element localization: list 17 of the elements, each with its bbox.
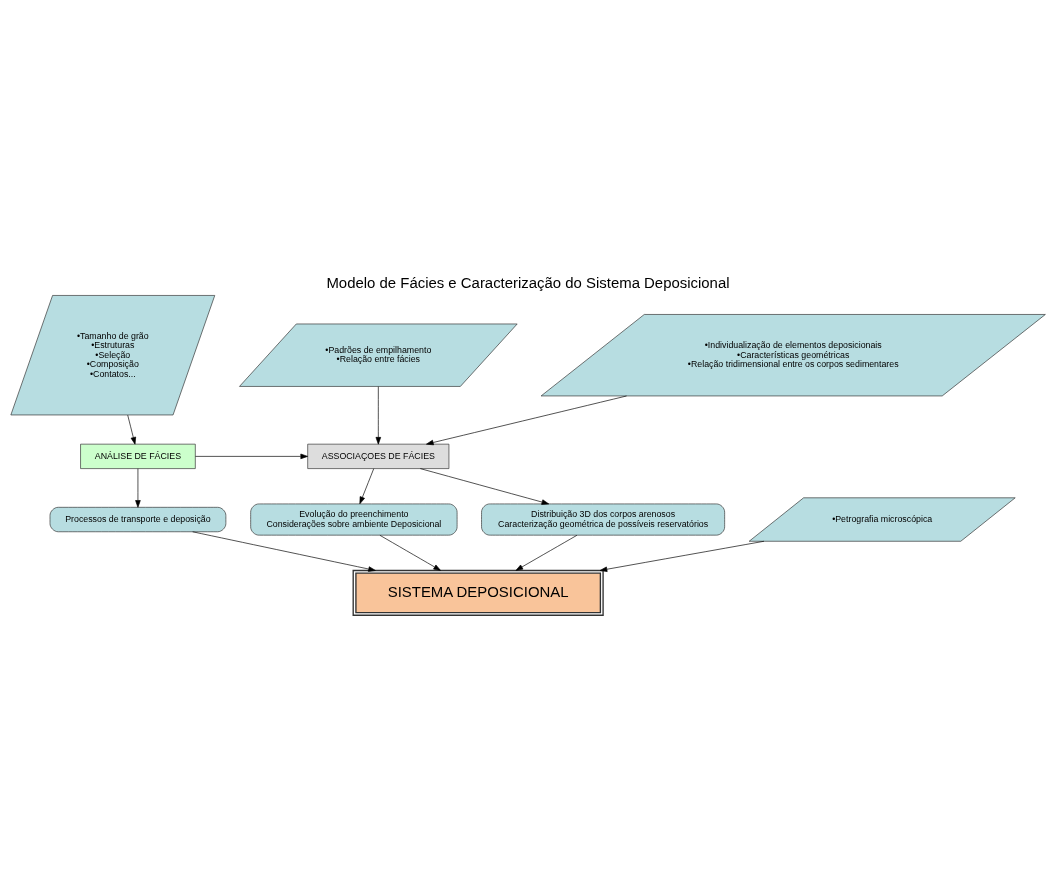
arrow [135,467,141,508]
arrow [426,395,627,445]
node-box: Processos de transporte e deposição [49,506,227,532]
arrow [127,414,136,444]
node-box: Evolução do preenchimento Considerações sobre ambiente Deposicional [250,503,458,535]
arrow [375,385,382,444]
arrow [599,540,765,572]
arrow [379,534,441,571]
node-box: ASSOCIAÇOES DE FÁCIES [307,443,450,469]
node-box: ANÁLISE DE FÁCIES [80,443,196,469]
node-box: Distribuição 3D dos corpos arenosos Caracterização geométrica de possíveis reservatórios [481,503,725,535]
arrow [359,467,375,504]
diagram-title: Modelo de Fácies e Caracterização do Sistema Deposicional [326,273,730,291]
arrow [195,453,308,459]
arrow [515,534,578,571]
arrow [192,530,376,572]
arrow [420,467,550,505]
